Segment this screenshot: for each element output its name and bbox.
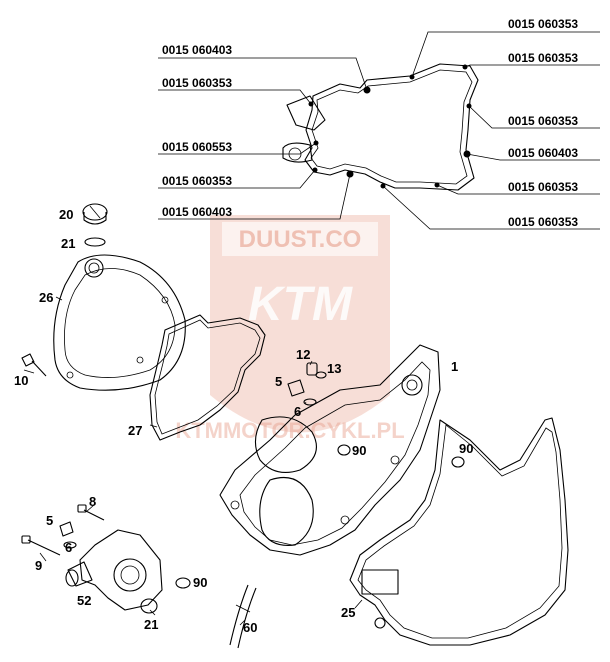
part-label-25: 25 [341,605,355,620]
hose-part [229,584,257,649]
pump-o-ring-part [140,598,158,614]
cover-gasket-inner [154,319,261,435]
part-label-13: 13 [327,361,341,376]
gasket-code-9: 0015 060353 [508,180,578,194]
clutch-gasket-hole [374,617,386,629]
part-label-5-top: 5 [275,374,282,389]
part-label-21-bottom: 21 [144,617,158,632]
bolt-part [21,353,47,377]
oil-plug-part [82,203,108,225]
part-label-1: 1 [451,359,458,374]
part-number-labels: 20 21 26 10 27 12 13 5 6 1 90 90 8 5 6 9… [14,207,473,635]
part-label-12: 12 [296,347,310,362]
clutch-gasket-inner [357,424,563,639]
watermark-bottom-text: KTMMOTOR.CYKL.PL [175,418,404,443]
outer-cover-part [53,254,186,391]
leader-lines [158,31,600,230]
code-labels: 0015 060353 0015 060403 0015 060353 0015… [162,17,578,229]
clutch-gasket-tab [361,569,399,595]
part-label-10: 10 [14,373,28,388]
part-label-20: 20 [59,207,73,222]
part-label-52: 52 [77,593,91,608]
part-label-6-bottom: 6 [65,540,72,555]
bushing-part [175,577,191,589]
small-fittings [287,362,327,406]
part-label-5-bottom: 5 [46,513,53,528]
part-leaders [23,296,363,626]
part-label-90-right: 90 [459,441,473,456]
cover-gasket-part [149,314,266,441]
hose-clamp [235,604,251,613]
watermark-top-text: DUUST.CO [239,226,362,253]
clutch-cover-part [219,344,441,556]
part-label-60: 60 [243,620,257,635]
part-label-90-bottom: 90 [193,575,207,590]
part-label-21-top: 21 [61,236,75,251]
bushing-part [337,444,351,456]
part-label-26: 26 [39,290,53,305]
gasket-code-7: 0015 060403 [508,146,578,160]
gasket-code-4: 0015 060353 [162,76,232,90]
part-label-8: 8 [89,494,96,509]
gasket-code-10: 0015 060403 [162,205,232,219]
gasket-code-11: 0015 060353 [508,215,578,229]
bushing-part [451,456,465,468]
watermark: DUUST.CO KTM KTMMOTOR.CYKL.PL [175,215,405,443]
gasket-code-1: 0015 060353 [508,17,578,31]
part-label-27: 27 [128,423,142,438]
part-label-6-top: 6 [294,404,301,419]
o-ring-part [84,237,106,247]
gasket-detail-drawing [282,63,479,191]
clutch-gasket-part [349,417,569,646]
gasket-code-5: 0015 060353 [508,114,578,128]
gasket-code-3: 0015 060353 [508,51,578,65]
gasket-code-2: 0015 060403 [162,43,232,57]
part-label-90-mid: 90 [352,443,366,458]
water-pump-part [21,504,163,611]
gasket-code-6: 0015 060553 [162,140,232,154]
watermark-logo-text: KTM [248,278,353,331]
gasket-code-8: 0015 060353 [162,174,232,188]
part-label-9: 9 [35,558,42,573]
